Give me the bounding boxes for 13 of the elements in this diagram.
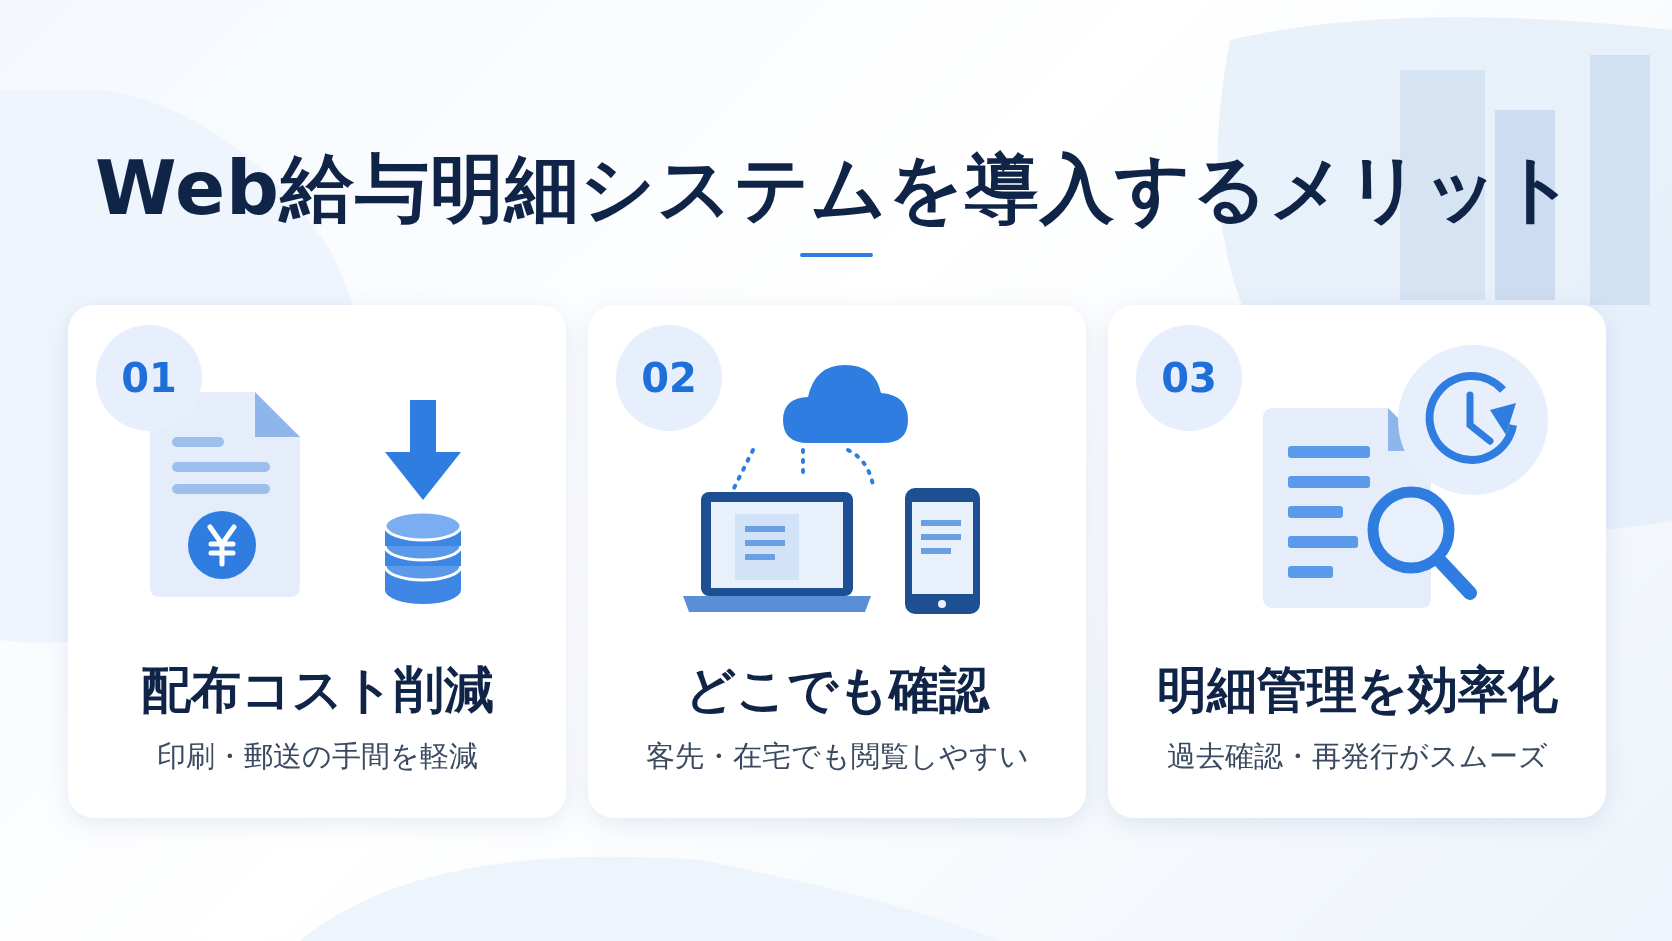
- card-heading: 明細管理を効率化: [1155, 660, 1559, 721]
- card-description: 客先・在宅でも閲覧しやすい: [644, 738, 1030, 775]
- benefit-card: [588, 305, 1086, 818]
- title: Web給与明細システムを導入するメリット: [93, 144, 1579, 233]
- benefit-card: [68, 305, 566, 818]
- number-badge: 01: [96, 325, 202, 431]
- number-badge: 02: [616, 325, 722, 431]
- number-badge: 03: [1136, 325, 1242, 431]
- card-description: 印刷・郵送の手間を軽減: [155, 738, 479, 775]
- card-description: 過去確認・再発行がスムーズ: [1165, 738, 1549, 775]
- card-heading: どこでも確認: [684, 660, 991, 721]
- benefit-card: [1108, 305, 1606, 818]
- card-heading: 配布コスト削減: [139, 660, 495, 721]
